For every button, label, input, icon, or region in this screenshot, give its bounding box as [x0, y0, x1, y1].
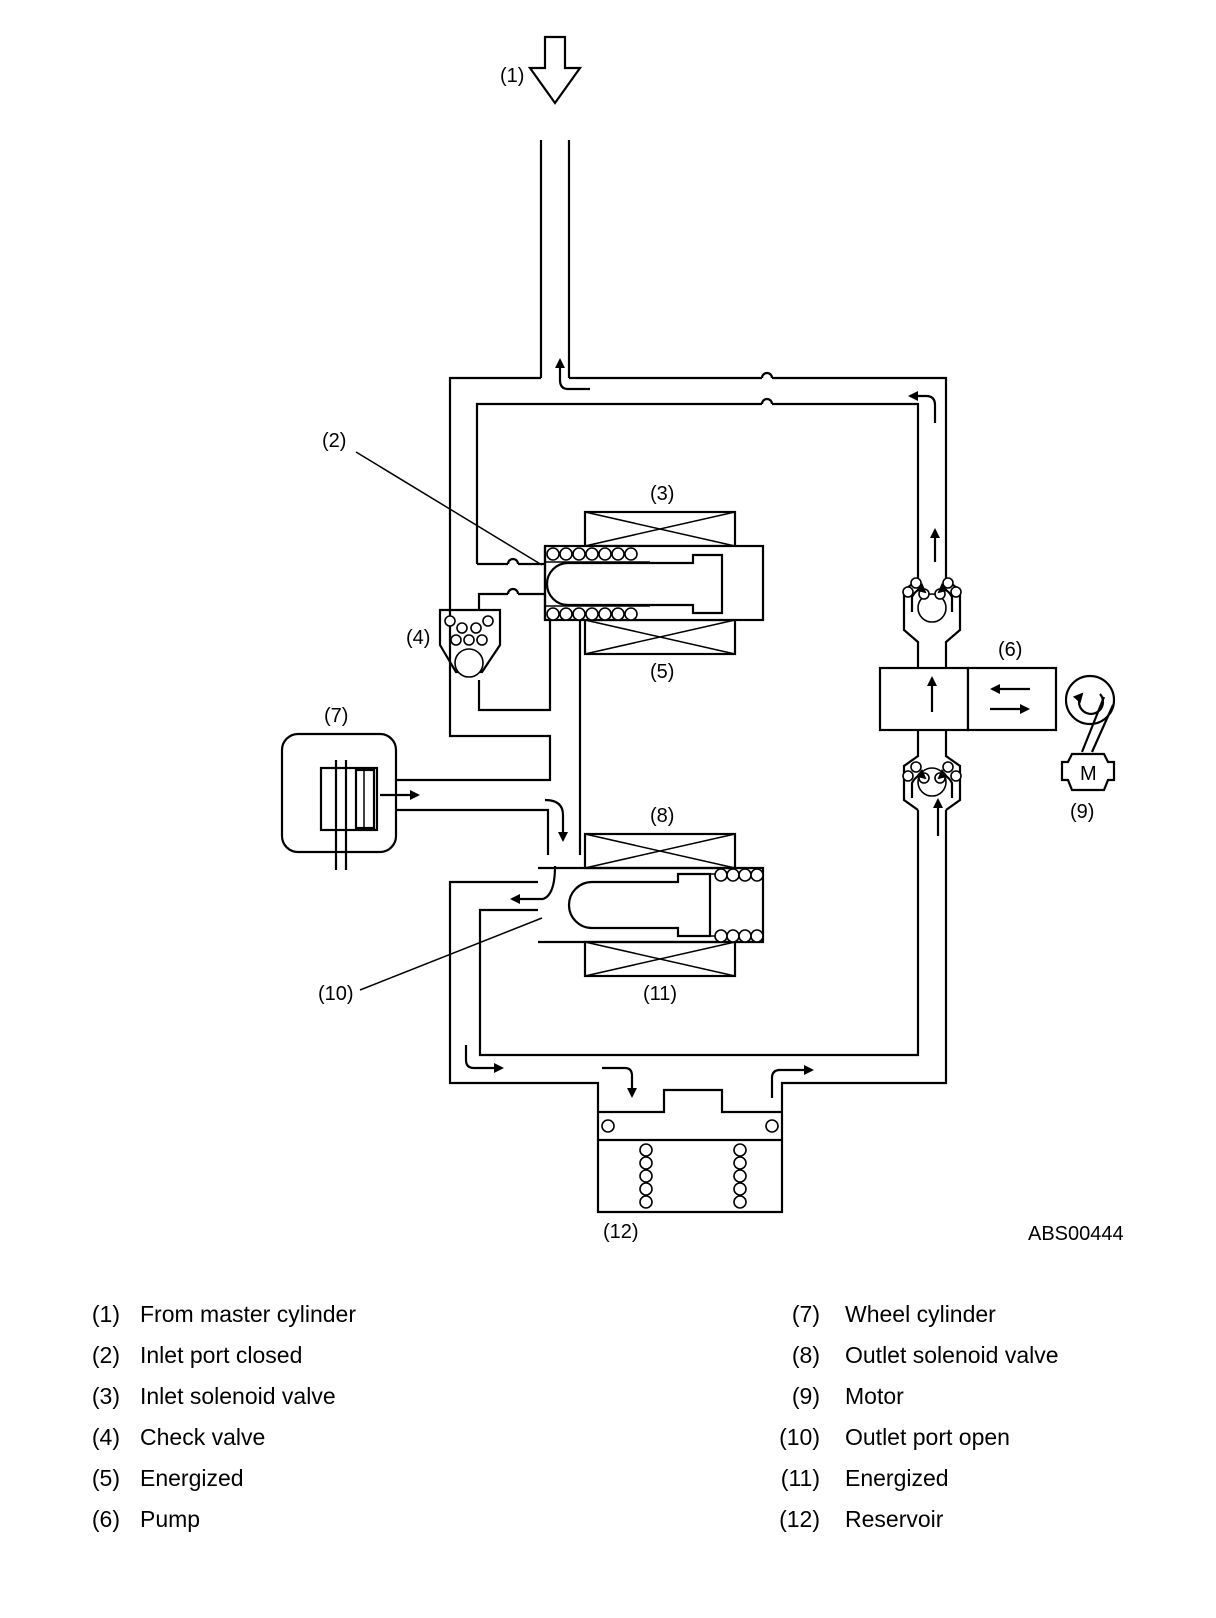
legend-number: (1) [91, 1301, 120, 1327]
legend-label: Check valve [140, 1424, 266, 1450]
legend-label: Motor [845, 1383, 904, 1409]
legend-number: (12) [779, 1506, 820, 1532]
legend-number: (2) [91, 1342, 120, 1368]
wheel-cylinder [280, 732, 398, 870]
leader-line-2 [355, 451, 543, 566]
legend-label: Outlet port open [845, 1424, 1010, 1450]
callout-8: (8) [650, 805, 674, 827]
outlet-solenoid-valve [538, 832, 765, 978]
callout-4: (4) [406, 627, 430, 649]
legend-number: (3) [91, 1383, 120, 1409]
legend-label: Inlet solenoid valve [140, 1383, 336, 1409]
hydraulic-circuit-lines [396, 140, 1058, 1112]
abs-hydraulic-diagram: (1) [280, 35, 1124, 1245]
callout-7: (7) [324, 705, 348, 727]
legend-number: (9) [791, 1383, 820, 1409]
callout-5: (5) [650, 661, 674, 683]
pump [902, 577, 1030, 797]
motor-symbol: M [1080, 763, 1097, 785]
legend-label: Energized [140, 1465, 244, 1491]
callout-11: (11) [643, 983, 677, 1005]
legend-label: Pump [140, 1506, 201, 1532]
legend-label: Reservoir [845, 1506, 944, 1532]
figure-id: ABS00444 [1028, 1223, 1124, 1245]
legend-label: From master cylinder [140, 1301, 356, 1327]
legend-number: (5) [91, 1465, 120, 1491]
callout-1: (1) [500, 65, 524, 87]
leader-line-10 [359, 917, 543, 991]
legend-number: (8) [791, 1342, 820, 1368]
callout-3: (3) [650, 483, 674, 505]
legend-number: (6) [91, 1506, 120, 1532]
legend-label: Inlet port closed [140, 1342, 303, 1368]
motor [1060, 674, 1116, 792]
legend-label: Wheel cylinder [845, 1301, 996, 1327]
check-valve [438, 608, 502, 678]
inlet-solenoid-valve [543, 510, 765, 656]
flow-arrows [380, 358, 954, 1098]
master-cylinder-input-arrow [527, 35, 583, 105]
callout-6: (6) [998, 639, 1022, 661]
legend-number: (7) [791, 1301, 820, 1327]
reservoir [596, 1088, 784, 1214]
legend-number: (11) [780, 1465, 820, 1491]
callout-10: (10) [318, 983, 354, 1005]
legend-label: Outlet solenoid valve [845, 1342, 1059, 1368]
legend-number: (10) [779, 1424, 820, 1450]
legend: (1) From master cylinder (2) Inlet port … [0, 1300, 1216, 1600]
callout-9: (9) [1070, 801, 1094, 823]
callout-12: (12) [603, 1221, 639, 1243]
legend-label: Energized [845, 1465, 949, 1491]
legend-number: (4) [91, 1424, 120, 1450]
callout-2: (2) [322, 430, 346, 452]
